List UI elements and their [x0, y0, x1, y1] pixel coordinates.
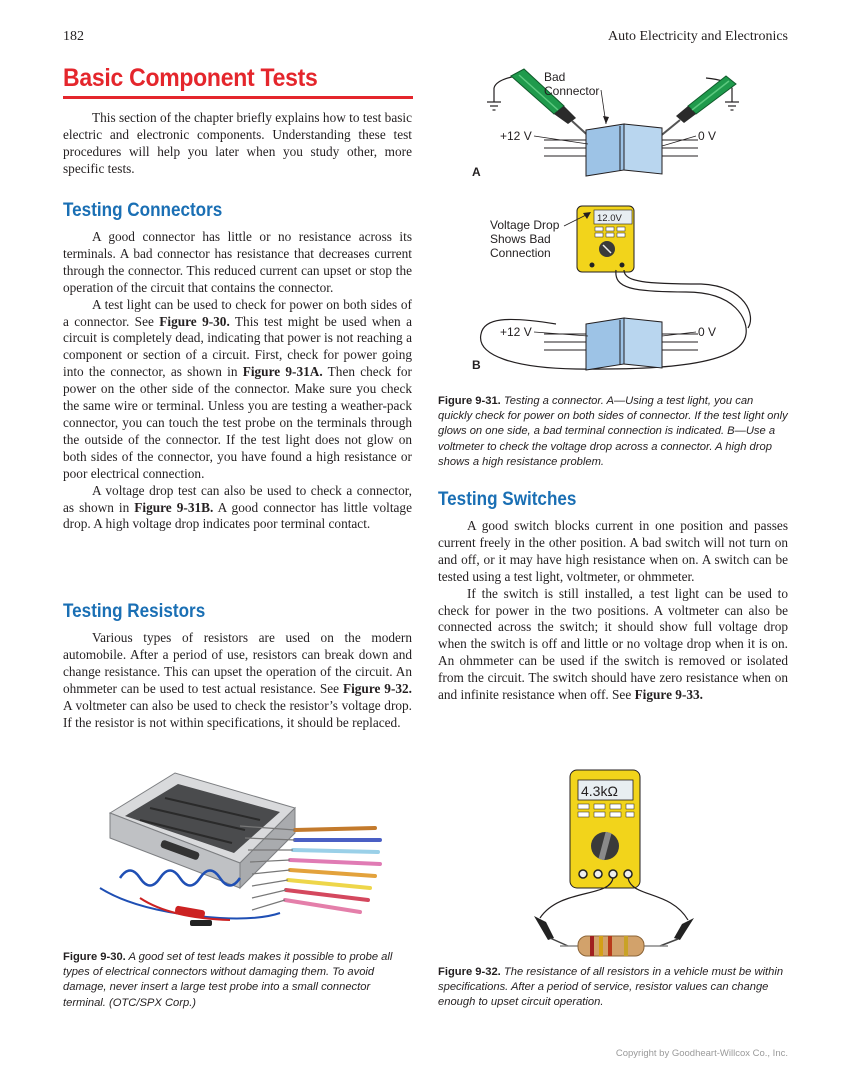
heading-testing-connectors: Testing Connectors: [63, 200, 223, 221]
probe-left: [534, 916, 569, 947]
intro-text: This section of the chapter briefly expl…: [63, 110, 412, 176]
label-0v-a: 0 V: [698, 129, 716, 143]
figure-9-32-caption: Figure 9-32. The resistance of all resis…: [438, 966, 784, 1009]
figure-9-32-ohmmeter-resistor: 4.3kΩ: [534, 769, 694, 957]
meter-reading-ohms: 4.3kΩ: [581, 783, 618, 799]
probe-right: [659, 918, 694, 947]
running-header: Auto Electricity and Electronics: [608, 29, 788, 44]
test-light-probe-right: [657, 75, 737, 139]
label-bad-connector: Bad: [544, 70, 565, 84]
title-rule: [63, 96, 413, 99]
figure-9-30-caption: Figure 9-30. A good set of test leads ma…: [63, 951, 393, 1009]
ground-symbol-left: [487, 88, 501, 111]
resistors-p1: Various types of resistors are used on t…: [63, 630, 412, 730]
label-voltage-drop: Connection: [490, 246, 551, 260]
connector-b: [585, 317, 663, 371]
resistor: [560, 935, 668, 957]
label-part-b: B: [472, 358, 481, 372]
figure-ref: Figure 9-31A.: [242, 364, 323, 380]
connectors-text: A good connector has little or no resist…: [63, 229, 412, 533]
meter-leads-b: [480, 269, 752, 370]
connectors-p1: A good connector has little or no resist…: [63, 229, 412, 295]
figure-ref: Figure 9-33.: [634, 687, 704, 703]
ground-symbol-right: [725, 88, 739, 111]
wires-a: [544, 139, 698, 157]
switches-text: A good switch blocks current in one posi…: [438, 518, 788, 704]
connectors-p2: A test light can be used to check for po…: [63, 296, 412, 481]
section-title: Basic Component Tests: [63, 64, 318, 92]
connector-a: [585, 123, 663, 177]
heading-testing-resistors: Testing Resistors: [63, 601, 206, 622]
multimeter-b: 12.0V: [576, 205, 635, 273]
connectors-p3: A voltage drop test can also be used to …: [63, 482, 412, 532]
label-0v-b: 0 V: [698, 325, 716, 339]
label-bad-connector: Connector: [544, 84, 599, 98]
wires-b: [544, 333, 698, 351]
intro-paragraph: This section of the chapter briefly expl…: [63, 110, 412, 178]
ohmmeter-leads: [539, 877, 689, 921]
figure-9-31-caption: Figure 9-31. Testing a connector. A—Usin…: [438, 395, 788, 468]
switches-p1: A good switch blocks current in one posi…: [438, 518, 788, 584]
ohmmeter: 4.3kΩ: [569, 769, 641, 889]
heading-testing-switches: Testing Switches: [438, 489, 577, 510]
switches-p2: If the switch is still installed, a test…: [438, 585, 788, 703]
figure-9-30-test-lead-kit: [99, 772, 382, 926]
figure-number: Figure 9-31.: [438, 395, 501, 407]
resistors-text: Various types of resistors are used on t…: [63, 630, 412, 731]
label-voltage-drop: Voltage Drop: [490, 218, 560, 232]
label-part-a: A: [472, 165, 481, 179]
meter-reading-b: 12.0V: [597, 213, 622, 224]
figure-number: Figure 9-32.: [438, 966, 501, 978]
page-number: 182: [63, 29, 84, 44]
label-voltage-drop: Shows Bad: [490, 232, 551, 246]
figure-ref: Figure 9-31B.: [134, 499, 214, 515]
label-plus12v-b: +12 V: [500, 325, 532, 339]
figure-ref: Figure 9-30.: [159, 313, 230, 329]
copyright-notice: Copyright by Goodheart-Willcox Co., Inc.: [615, 1048, 788, 1059]
figure-number: Figure 9-30.: [63, 951, 126, 963]
label-plus12v-a: +12 V: [500, 129, 532, 143]
figure-9-31-illustration: Bad Connector +12 V 0 V A 12.0V Voltage …: [472, 68, 752, 372]
figure-ref: Figure 9-32.: [342, 680, 412, 696]
